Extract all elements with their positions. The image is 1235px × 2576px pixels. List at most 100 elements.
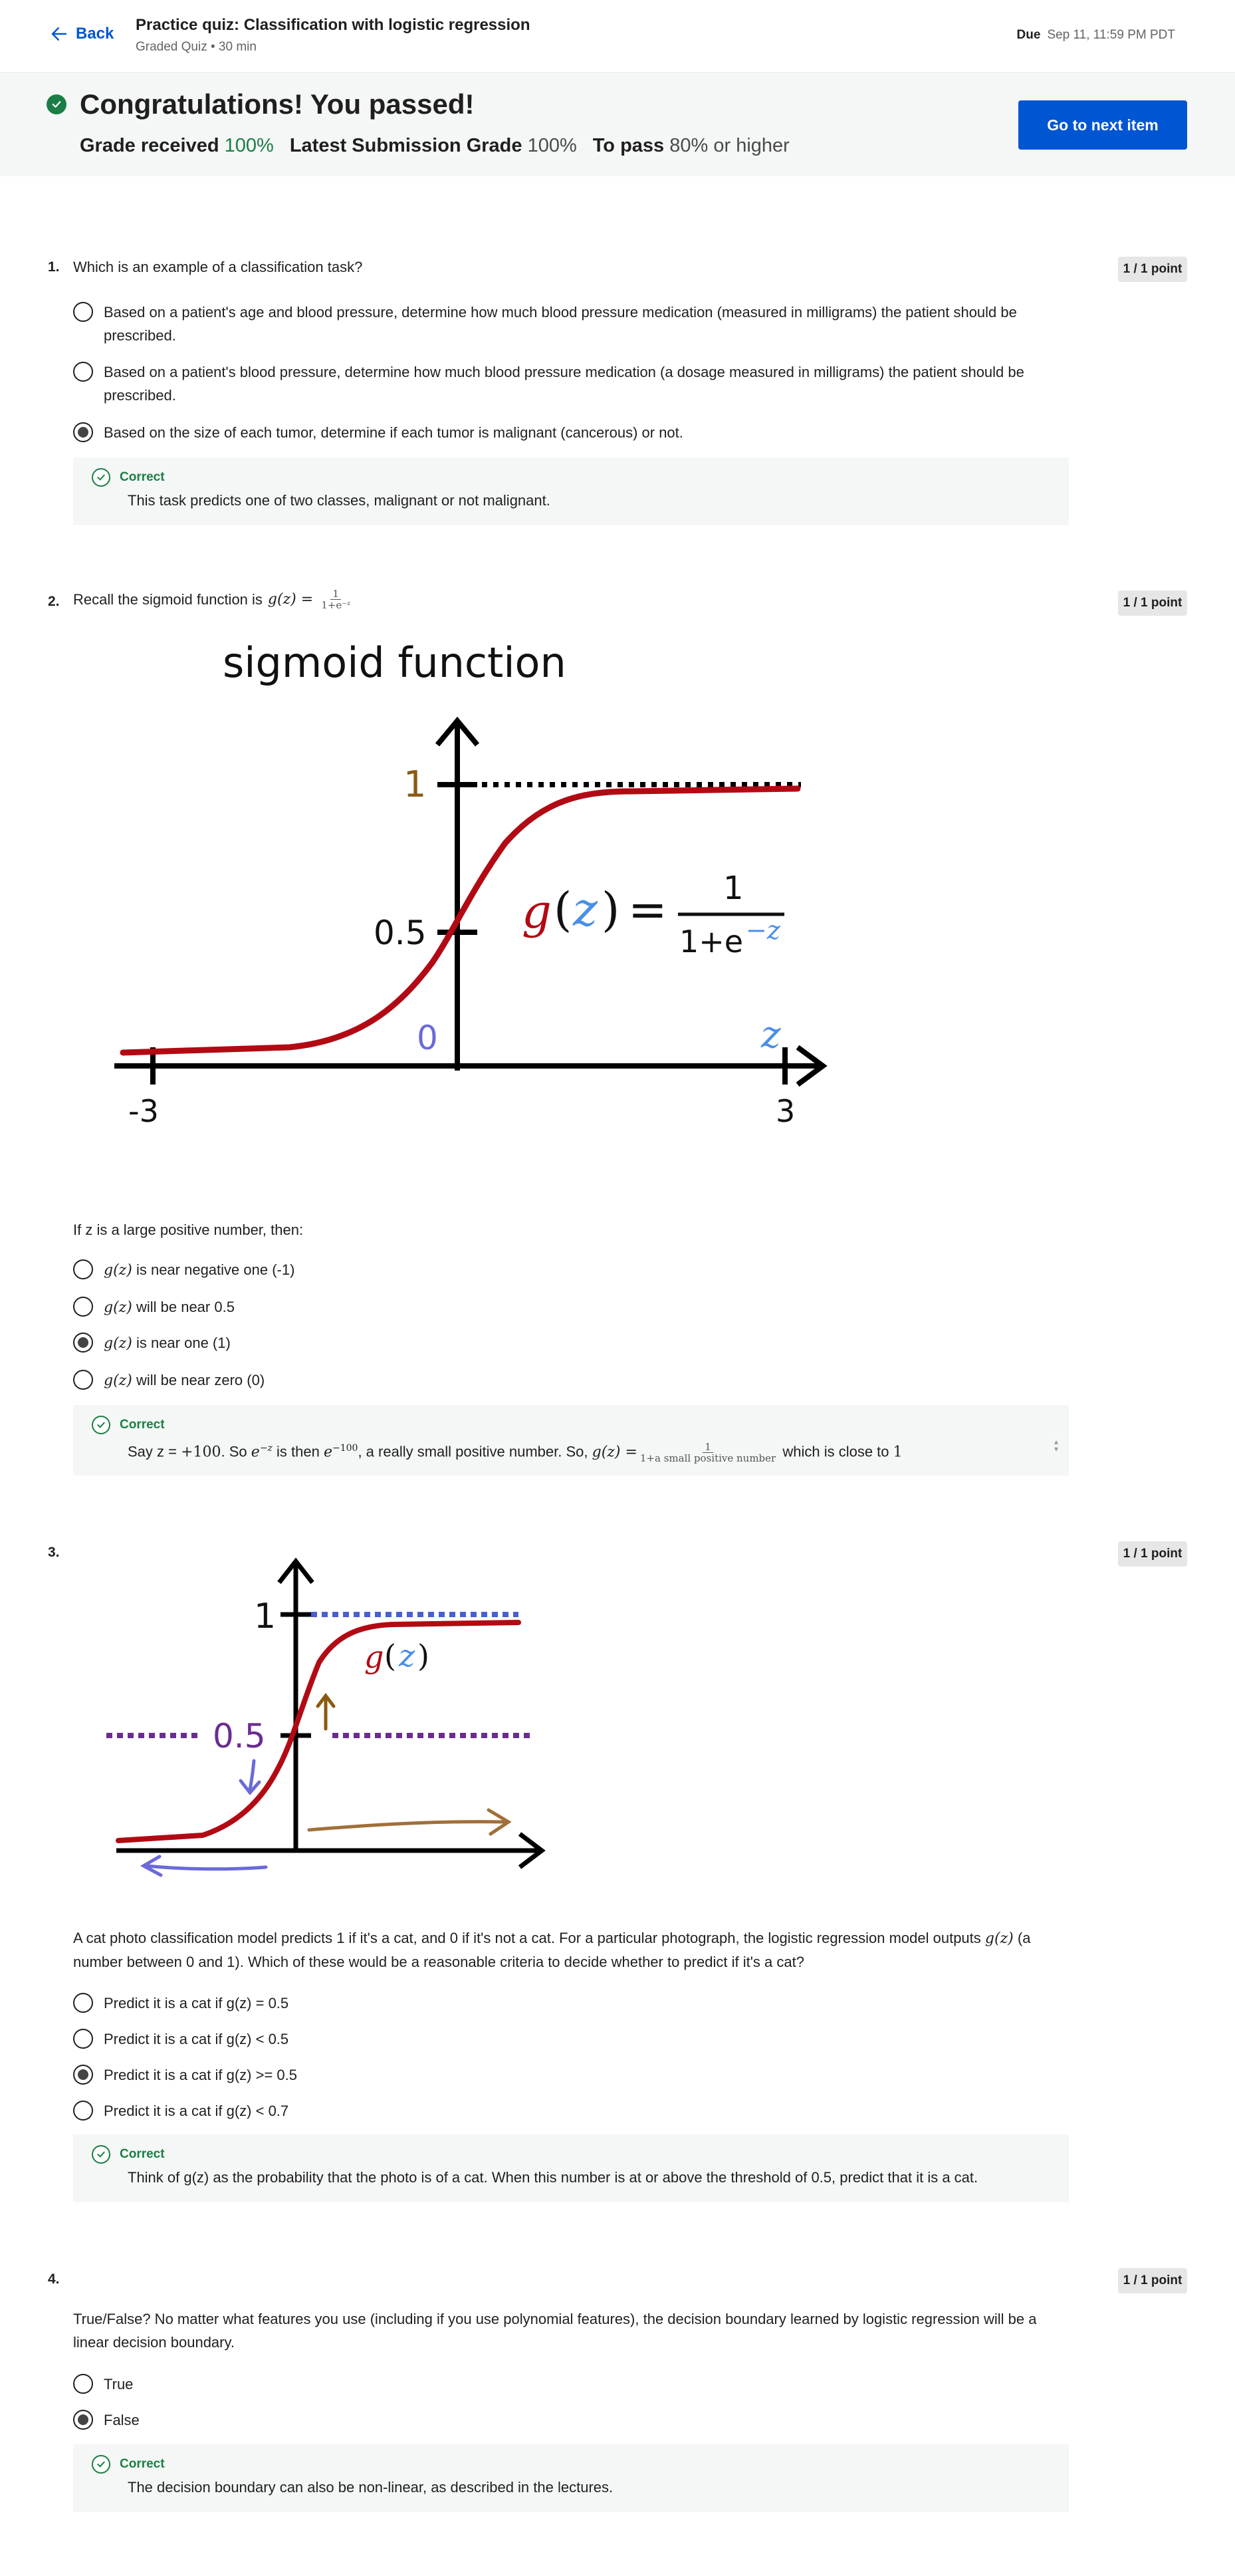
headline-text: Congratulations! You passed! [80, 88, 475, 120]
x-label-max: 3 [776, 1093, 795, 1129]
question-number: 4. [48, 2271, 60, 2287]
curve-label-g: g [364, 1639, 384, 1675]
fraction-numerator: 1 [330, 588, 341, 600]
top-bar: Back Practice quiz: Classification with … [0, 0, 1235, 73]
answer-option[interactable]: Based on a patient's age and blood press… [73, 301, 1074, 347]
check-icon [92, 2145, 110, 2164]
answer-option[interactable]: Predict it is a cat if g(z) < 0.7 [73, 2099, 288, 2123]
y-axis-arrow [435, 716, 480, 747]
x-label-min: -3 [128, 1093, 159, 1129]
back-label: Back [76, 25, 114, 43]
radio-button-selected[interactable] [73, 422, 93, 442]
option-label: Predict it is a cat if g(z) = 0.5 [104, 1995, 289, 2011]
check-icon [92, 2455, 110, 2474]
formula-numerator: 1 [723, 870, 744, 907]
feedback-math: e [323, 1444, 332, 1461]
up-arrow-annotation [316, 1692, 336, 1731]
option-label: will be near zero (0) [132, 1372, 265, 1388]
answer-option[interactable]: Predict it is a cat if g(z) < 0.5 [73, 2027, 288, 2051]
radio-button-selected[interactable] [73, 2410, 93, 2430]
radio-button[interactable] [73, 1993, 93, 2013]
scroll-handle[interactable]: ▴▾ [1054, 1437, 1059, 1454]
y-label-half: 0.5 [213, 1717, 266, 1755]
latest-grade-value: 100% [527, 135, 577, 156]
feedback-text: The decision boundary can also be non-li… [128, 2479, 614, 2496]
curve-label-paren: ) [417, 1638, 429, 1674]
feedback-math-exponent: −100 [332, 1443, 358, 1454]
fraction-numerator: 1 [703, 1442, 713, 1454]
answer-option-selected[interactable]: g(z) is near one (1) [73, 1331, 231, 1355]
feedback-part: . So [221, 1443, 251, 1460]
answer-option[interactable]: g(z) will be near zero (0) [73, 1368, 265, 1392]
feedback-text: Think of g(z) as the probability that th… [128, 2169, 978, 2186]
sigmoid-figure: sigmoid function 1 0.5 0 -3 3 z g ( z ) … [106, 632, 851, 1137]
option-math: g(z) [104, 1335, 132, 1352]
formula-paren-open: ( [554, 882, 572, 937]
answer-option-selected[interactable]: False [73, 2408, 140, 2432]
sigmoid-curve [120, 785, 801, 1056]
radio-button[interactable] [73, 362, 93, 382]
threshold-graph: 1 0.5 g ( z ) [106, 1557, 546, 1877]
radio-button-selected[interactable] [73, 1333, 93, 1352]
due-label: Due [1016, 28, 1041, 42]
option-math: g(z) [104, 1372, 132, 1389]
answer-option[interactable]: Based on a patient's blood pressure, det… [73, 360, 1074, 407]
question-subprompt: If z is a large positive number, then: [73, 1222, 304, 1238]
grade-received-value: 100% [224, 135, 274, 156]
formula-equals: = [628, 882, 667, 937]
feedback-part: , a really small positive number. So, [358, 1443, 592, 1460]
answer-option-selected[interactable]: Based on the size of each tumor, determi… [73, 421, 683, 444]
answer-option[interactable]: g(z) will be near 0.5 [73, 1295, 235, 1319]
radio-button[interactable] [73, 1297, 93, 1317]
left-arrow-annotation [140, 1855, 268, 1877]
feedback-math: 1 [893, 1444, 903, 1461]
answer-option[interactable]: g(z) is near negative one (-1) [73, 1258, 294, 1282]
answer-option-selected[interactable]: Predict it is a cat if g(z) >= 0.5 [73, 2063, 297, 2087]
result-banner: Congratulations! You passed! Grade recei… [0, 74, 1235, 176]
y-label-one: 1 [254, 1597, 276, 1636]
threshold-figure: 1 0.5 g ( z ) [100, 1549, 565, 1882]
sigmoid-curve [116, 1620, 521, 1843]
down-arrow-annotation [239, 1759, 261, 1795]
answer-option[interactable]: True [73, 2373, 133, 2396]
y-label-half: 0.5 [374, 914, 427, 952]
radio-button-selected[interactable] [73, 2065, 93, 2085]
formula-exponent: −z [746, 916, 781, 945]
feedback-part: Say z = [128, 1443, 181, 1460]
sigmoid-graph: sigmoid function 1 0.5 0 -3 3 z g ( z ) … [114, 638, 828, 1129]
option-label: is near negative one (-1) [132, 1261, 295, 1278]
radio-button[interactable] [73, 1259, 93, 1279]
prompt-math: g(z) [984, 1930, 1014, 1947]
prompt-text: (a number between 0 and 1). Which of the… [73, 1930, 1031, 1970]
back-button[interactable]: Back [49, 24, 114, 44]
question-number: 2. [48, 594, 60, 609]
radio-button[interactable] [73, 2029, 93, 2049]
to-pass-value: 80% or higher [669, 135, 790, 156]
feedback-label: Correct [120, 470, 165, 484]
feedback-box: Correct This task predicts one of two cl… [73, 457, 1069, 525]
fraction-denominator: 1+a small positive number [639, 1452, 776, 1465]
grade-received-label: Grade received [80, 135, 219, 156]
curve-label-paren: ( [384, 1638, 396, 1674]
answer-option[interactable]: Predict it is a cat if g(z) = 0.5 [73, 1992, 288, 2015]
feedback-label: Correct [120, 2457, 165, 2471]
next-item-button[interactable]: Go to next item [1018, 100, 1187, 150]
latest-grade-label: Latest Submission Grade [289, 135, 522, 156]
option-label: Predict it is a cat if g(z) >= 0.5 [104, 2067, 298, 2083]
check-icon [92, 468, 110, 487]
fraction-denominator: 1+e⁻ᶻ [321, 599, 351, 611]
radio-button[interactable] [73, 2101, 93, 2121]
prompt-text: Recall the sigmoid function is [73, 591, 263, 608]
feedback-math: g(z) = [592, 1444, 637, 1461]
x-axis-var: z [760, 1013, 781, 1057]
question-number: 3. [48, 1545, 60, 1560]
option-label: Predict it is a cat if g(z) < 0.5 [104, 2031, 289, 2047]
figure-title: sigmoid function [223, 638, 566, 687]
radio-button[interactable] [73, 302, 93, 322]
radio-button[interactable] [73, 2374, 93, 2394]
feedback-math: +100 [181, 1444, 221, 1461]
radio-button[interactable] [73, 1370, 93, 1390]
feedback-part: which is close to [778, 1443, 893, 1460]
